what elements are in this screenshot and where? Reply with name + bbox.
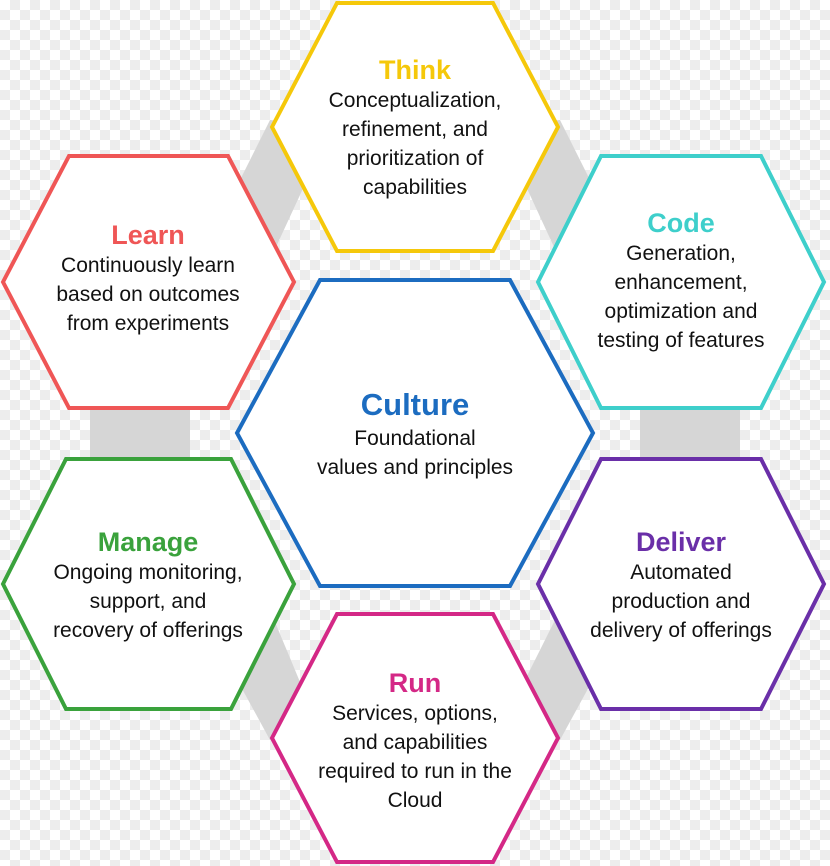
manage-description: Ongoing monitoring, support, and recover… (53, 561, 243, 642)
think-title: Think (379, 55, 451, 85)
run-title: Run (388, 668, 442, 698)
learn-title: Learn (111, 220, 185, 250)
code-title: Code (647, 208, 715, 238)
run-description: Services, options, and capabilities requ… (318, 702, 512, 812)
deliver-description: Automated production and delivery of off… (590, 561, 772, 642)
hex-think (269, 1, 561, 253)
culture-label: Culture Foundational values and principl… (275, 386, 555, 482)
hex-culture (234, 278, 596, 588)
culture-description: Foundational values and principles (316, 427, 514, 479)
deliver-title: Deliver (635, 527, 727, 557)
learn-description: Continuously learn based on outcomes fro… (56, 254, 240, 335)
hex-manage (0, 457, 297, 711)
connector-code-deliver (640, 400, 740, 470)
think-label: Think Conceptualization, refinement, and… (290, 54, 540, 202)
manage-title: Manage (97, 527, 199, 557)
deliver-label: Deliver Automated production and deliver… (556, 526, 806, 645)
connector-manage-learn (90, 400, 190, 470)
manage-label: Manage Ongoing monitoring, support, and … (18, 526, 278, 645)
hex-learn (0, 154, 297, 410)
code-description: Generation, enhancement, optimization an… (597, 242, 765, 352)
learn-label: Learn Continuously learn based on outcom… (18, 219, 278, 338)
hex-run (269, 612, 561, 864)
run-label: Run Services, options, and capabilities … (290, 667, 540, 815)
culture-title: Culture (360, 387, 470, 422)
code-label: Code Generation, enhancement, optimizati… (556, 207, 806, 355)
hex-code (535, 154, 827, 410)
hex-deliver (535, 457, 827, 711)
think-description: Conceptualization, refinement, and prior… (328, 89, 502, 199)
